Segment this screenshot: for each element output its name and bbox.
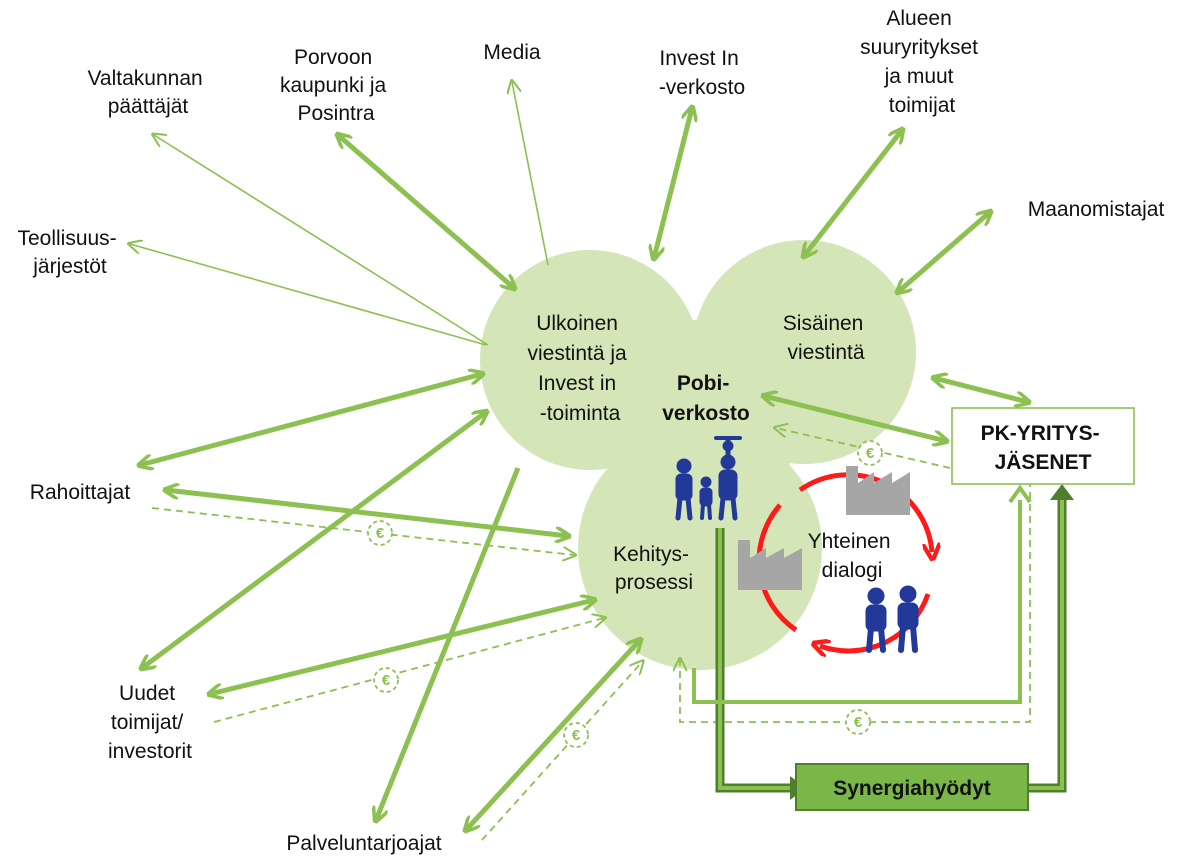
kehitys-label: Kehitys- prosessi <box>613 543 695 594</box>
arrow-alueen <box>804 130 902 256</box>
money-palvelu <box>481 662 642 841</box>
investin-label: Invest In -verkosto <box>659 47 745 99</box>
valtakunnan-label: Valtakunnan päättäjät <box>87 67 208 118</box>
porvoo-label: Porvoon kaupunki ja Posintra <box>280 46 392 125</box>
synergy-label: Synergiahyödyt <box>833 777 991 800</box>
euro-icon: € <box>373 667 399 693</box>
ulkoinen-label: Ulkoinen viestintä ja Invest in -toimint… <box>527 312 632 425</box>
pk-line-2: JÄSENET <box>995 451 1092 474</box>
money-pk-kehitys <box>680 480 1031 723</box>
synergy-box: Synergiahyödyt <box>795 763 1029 811</box>
arrow-teollisuus <box>130 244 487 346</box>
worker-icon <box>865 585 919 653</box>
arrow-maanomistajat <box>898 212 990 292</box>
palvelu-label: Palveluntarjoajat <box>286 832 441 855</box>
rahoittajat-label: Rahoittajat <box>30 481 131 504</box>
money-uudet <box>213 618 604 723</box>
maanomistajat-label: Maanomistajat <box>1028 198 1165 221</box>
pk-line-1: PK-YRITYS- <box>981 422 1100 445</box>
arrow-palvelu-b <box>466 640 640 830</box>
family-icon <box>675 436 742 521</box>
arrow-porvoo <box>338 135 514 288</box>
arrow-pk-pobi <box>764 396 946 441</box>
one-way-arrows <box>130 82 549 346</box>
two-way-arrows <box>140 108 1028 830</box>
svg-text:PK-YRITYS- JÄSENET: PK-YRITYS- JÄSENET <box>981 422 1106 474</box>
euro-icon: € <box>563 722 589 748</box>
arrow-uudet-a <box>142 412 486 668</box>
euro-icon: € <box>845 709 871 735</box>
arrow-media <box>512 82 549 266</box>
factory-icon <box>846 466 910 515</box>
svg-text:€: € <box>866 445 875 462</box>
euro-coins: € € € € € <box>367 440 883 748</box>
arrow-palvelu-a <box>376 467 521 820</box>
arrow-valtakunnan <box>154 135 489 346</box>
svg-text:€: € <box>376 525 385 542</box>
euro-icon: € <box>857 440 883 466</box>
activity-cloud <box>480 240 916 670</box>
svg-text:€: € <box>854 714 863 731</box>
euro-icon: € <box>367 520 393 546</box>
arrow-investin <box>654 108 692 258</box>
arrow-uudet-b <box>210 600 594 694</box>
alueen-label: Alueen suuryritykset ja muut toimijat <box>860 7 984 117</box>
pk-members-box: PK-YRITYS- JÄSENET <box>951 407 1135 485</box>
sisainen-label: Sisäinen viestintä <box>783 312 869 364</box>
synergy-flows <box>692 484 1074 800</box>
pobi-label: Pobi- verkosto <box>662 372 750 425</box>
factory-icon <box>738 540 802 590</box>
arrow-pk-sisainen <box>934 378 1028 402</box>
money-rahoittajat <box>151 507 574 555</box>
svg-text:€: € <box>382 672 391 689</box>
uudet-label: Uudet toimijat/ investorit <box>108 682 192 763</box>
teollisuus-label: Teollisuus- järjestöt <box>17 227 122 278</box>
media-label: Media <box>483 41 541 64</box>
svg-text:€: € <box>572 727 581 744</box>
dialogi-label: Yhteinen dialogi <box>808 530 897 582</box>
